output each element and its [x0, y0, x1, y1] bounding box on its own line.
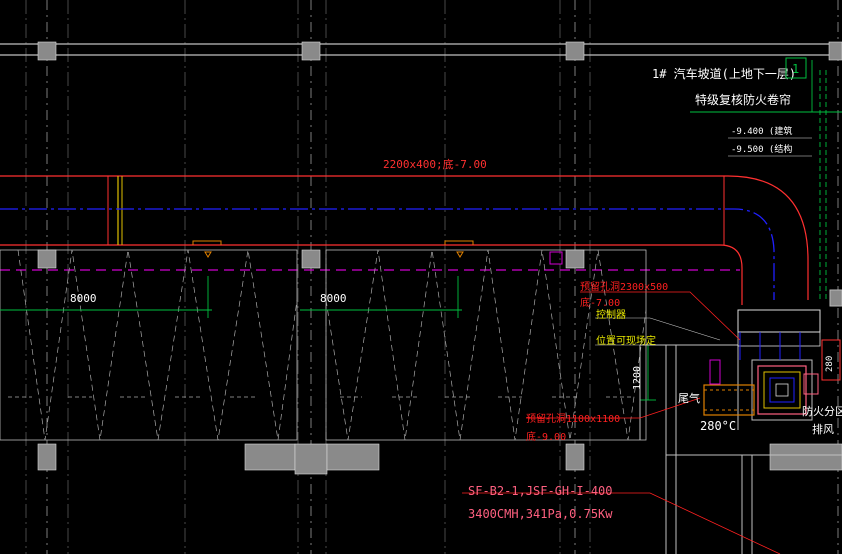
exhaust-label: 尾气: [678, 391, 700, 405]
columns-bottom: [37, 443, 842, 475]
right-room: [639, 344, 842, 554]
opening-lower-elev: 底-9.00: [526, 430, 566, 443]
bay-dim-left: 8000: [70, 292, 97, 305]
level-finish: -9.400 (建筑: [731, 125, 792, 137]
vertical-dim: 1200: [632, 366, 643, 390]
level-struct: -9.500 (结构: [731, 143, 792, 155]
axis-grid: [46, 0, 839, 554]
duct-size-label: 2200x400;底-7.00: [383, 157, 487, 171]
leader-lines: [462, 291, 781, 554]
dimension-lines: [0, 60, 842, 401]
duct-hangers: [192, 240, 474, 258]
tag-number: 1: [792, 62, 799, 76]
magenta-device: [549, 251, 563, 265]
ramp-name: 1# 汽车坡道(上地下一层): [652, 66, 796, 81]
main-duct: [0, 175, 809, 305]
fan-code: SF-B2-1,JSF-GH-I-400: [468, 484, 613, 498]
parking-zigzag: [17, 249, 647, 441]
columns-mid: [37, 249, 585, 269]
bay-dim-mid: 8000: [320, 292, 347, 305]
opening-lower: 预留孔洞1100x1100: [526, 412, 620, 425]
door-name: 特级复核防火卷帘: [695, 92, 791, 107]
labels: 1# 汽车坡道(上地下一层) 特级复核防火卷帘 1 -9.400 (建筑 -9.…: [70, 57, 842, 521]
field-fix-label: 位置可现场定: [596, 334, 656, 347]
temp-label: 280°C: [700, 419, 736, 433]
fan-unit: [703, 289, 842, 421]
fire-zone-label: 防火分区: [802, 404, 842, 418]
parking-bays: [0, 249, 647, 441]
opening-upper-elev: 底-7.00: [580, 296, 620, 309]
exhaust-fan-label: 排风: [812, 422, 834, 436]
controller-label: 控制器: [596, 308, 626, 321]
side-number: 280: [825, 356, 835, 372]
tag-box: [785, 57, 807, 79]
wall-columns-top: [37, 41, 842, 61]
top-wall: [0, 43, 842, 56]
opening-upper: 预留孔洞2300x500: [580, 280, 668, 293]
fan-spec: 3400CMH,341Pa,0.75Kw: [468, 507, 613, 521]
leader-lines-white: [595, 317, 721, 346]
